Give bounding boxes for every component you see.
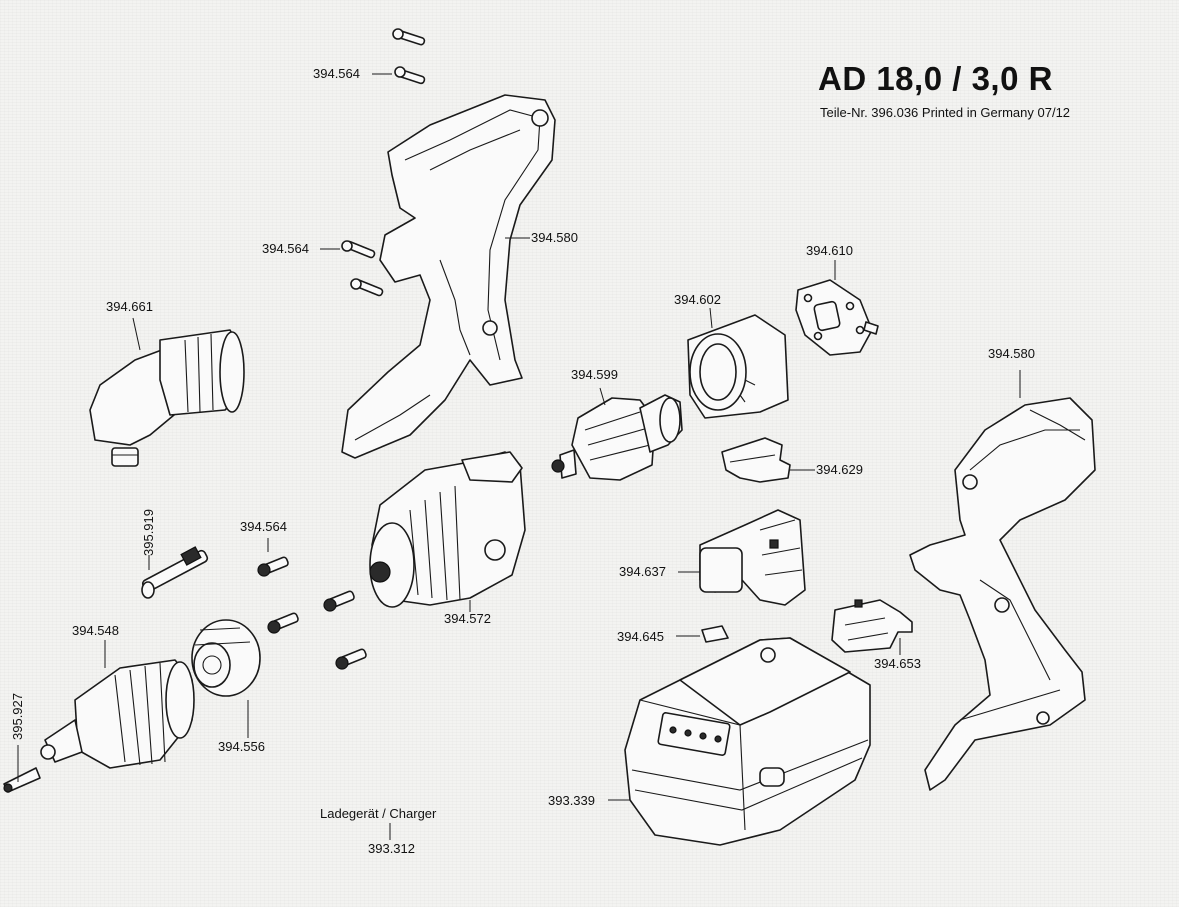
label-switch: 394.637	[619, 564, 666, 579]
leader-sleeve	[709, 307, 713, 329]
label-armature: 394.599	[571, 367, 618, 382]
label-screw-low: 394.564	[240, 519, 287, 534]
switch	[699, 509, 806, 606]
label-angle-attachment: 394.661	[106, 299, 153, 314]
battery-pack	[624, 637, 871, 846]
switch-slider	[721, 437, 791, 483]
label-charger: 393.312	[368, 841, 415, 856]
magnet-plate	[795, 279, 879, 356]
label-bit: 395.927	[10, 693, 25, 740]
terminal-block	[831, 599, 913, 653]
label-housing-right: 394.580	[988, 346, 1035, 361]
screwdriver-bit	[3, 767, 41, 793]
housing-right-half	[909, 397, 1096, 791]
screw-top-1	[392, 28, 426, 46]
label-magnet-plate: 394.610	[806, 243, 853, 258]
screw-mid-2	[350, 278, 384, 297]
part-number-line: Teile-Nr. 396.036 Printed in Germany 07/…	[820, 105, 1071, 120]
small-pad	[701, 625, 729, 643]
screw-top-2	[394, 66, 426, 85]
label-charger-name: Ladegerät / Charger	[320, 806, 437, 821]
screw-low-1	[257, 556, 289, 577]
label-chuck: 394.548	[72, 623, 119, 638]
label-screw-mid: 394.564	[262, 241, 309, 256]
armature	[551, 394, 683, 481]
screw-low-2	[267, 612, 299, 634]
label-small-pad: 394.645	[617, 629, 664, 644]
bit-holder	[141, 546, 209, 599]
label-screw-top: 394.564	[313, 66, 360, 81]
label-terminal-block: 394.653	[874, 656, 921, 671]
model-title: AD 18,0 / 3,0 R	[818, 60, 1053, 97]
label-gear-ring: 394.556	[218, 739, 265, 754]
screw-low-4	[335, 648, 367, 670]
gearbox	[369, 451, 526, 608]
leader-armature	[599, 387, 606, 406]
motor-sleeve	[687, 314, 789, 419]
screw-low-3	[323, 590, 355, 612]
label-housing-left: 394.580	[531, 230, 578, 245]
label-bit-holder: 395.919	[141, 509, 156, 556]
label-gearbox: 394.572	[444, 611, 491, 626]
gear-ring	[191, 619, 261, 697]
angle-attachment	[89, 329, 245, 467]
screw-mid-1	[341, 240, 376, 259]
drill-chuck	[40, 659, 195, 769]
label-battery: 393.339	[548, 793, 595, 808]
housing-left-half	[341, 94, 556, 459]
label-switch-slider: 394.629	[816, 462, 863, 477]
leader-angle	[132, 317, 141, 351]
label-motor-sleeve: 394.602	[674, 292, 721, 307]
